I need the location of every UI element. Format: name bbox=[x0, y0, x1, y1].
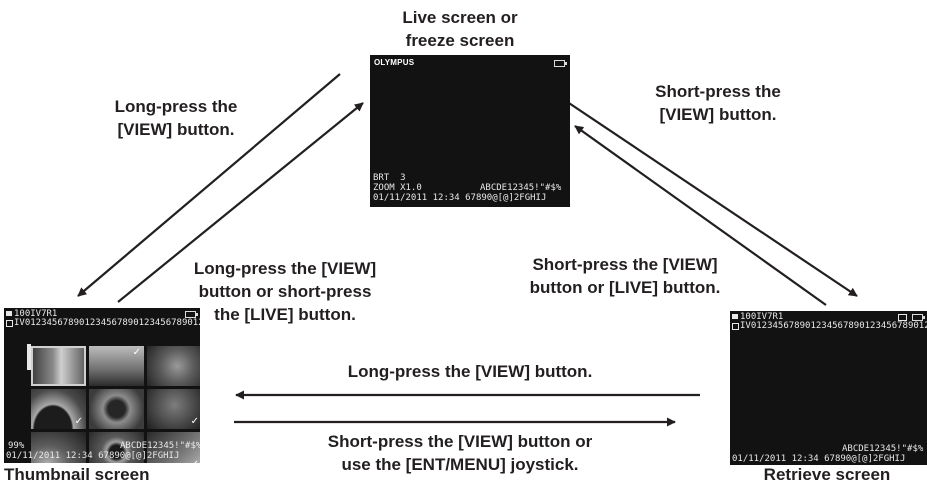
checkmark-icon: ✓ bbox=[191, 460, 199, 464]
live-screen-caption: Live screen or freeze screen bbox=[360, 6, 560, 52]
thumbnail-image[interactable] bbox=[89, 432, 144, 463]
retrieve-file-name: IV01234567890123456789012345678901234567… bbox=[740, 321, 927, 331]
thumbnail-image[interactable]: ✓ bbox=[147, 432, 200, 463]
thumbnail-datetime-line: 01/11/2011 12:34 67890@[@]2FGHIJ bbox=[6, 451, 180, 461]
folder-icon bbox=[6, 311, 12, 316]
thumbnail-image[interactable] bbox=[147, 346, 200, 386]
thumbnail-image[interactable]: ✓ bbox=[31, 389, 86, 429]
label-live-to-retrieve-line-1: Short-press the bbox=[655, 82, 781, 101]
selection-cursor-icon bbox=[27, 344, 31, 370]
thumbnail-memory-remaining: 99% bbox=[8, 441, 25, 451]
thumbnail-grid: ✓ ✓ ✓ ✓ bbox=[31, 346, 200, 463]
label-thumbnail-to-retrieve: Short-press the [VIEW] button or use the… bbox=[280, 430, 640, 476]
file-icon bbox=[6, 320, 13, 327]
label-thumbnail-to-retrieve-line-2: use the [ENT/MENU] joystick. bbox=[341, 455, 579, 474]
label-thumbnail-to-live-line-3: the [LIVE] button. bbox=[214, 305, 356, 324]
thumbnail-comment-text: ABCDE12345!"#$% bbox=[120, 441, 200, 451]
live-zoom-readout: ZOOM X1.0 bbox=[373, 183, 422, 193]
live-comment-text: ABCDE12345!"#$% bbox=[480, 183, 562, 193]
checkmark-icon: ✓ bbox=[74, 416, 83, 427]
retrieve-datetime-line: 01/11/2011 12:34 67890@[@]2FGHIJ bbox=[732, 454, 906, 464]
label-retrieve-to-live-line-1: Short-press the [VIEW] bbox=[532, 255, 718, 274]
checkmark-icon: ✓ bbox=[132, 347, 141, 358]
label-live-to-thumbnail-line-2: [VIEW] button. bbox=[117, 120, 235, 139]
label-live-to-thumbnail-line-1: Long-press the bbox=[114, 97, 238, 116]
retrieve-screen-caption: Retrieve screen bbox=[763, 465, 891, 484]
file-icon bbox=[732, 323, 739, 330]
live-brightness-readout: BRT 3 bbox=[373, 173, 406, 183]
battery-icon bbox=[554, 60, 567, 67]
battery-icon bbox=[185, 311, 198, 318]
label-retrieve-to-live: Short-press the [VIEW] button or [LIVE] … bbox=[500, 253, 750, 299]
label-retrieve-to-thumbnail: Long-press the [VIEW] button. bbox=[347, 362, 593, 381]
retrieve-screen: 100IV7R1 IV01234567890123456789012345678… bbox=[730, 311, 927, 465]
thumbnail-image[interactable] bbox=[89, 389, 144, 429]
live-caption-line-2: freeze screen bbox=[405, 31, 515, 50]
label-live-to-thumbnail: Long-press the [VIEW] button. bbox=[76, 95, 276, 141]
thumbnail-file-name: IV01234567890123456789012345678901234567… bbox=[14, 318, 200, 328]
label-live-to-retrieve: Short-press the [VIEW] button. bbox=[618, 80, 818, 126]
olympus-logo: OLYMPUS bbox=[374, 58, 415, 67]
thumbnail-image[interactable]: ✓ bbox=[89, 346, 144, 386]
label-retrieve-to-live-line-2: button or [LIVE] button. bbox=[529, 278, 721, 297]
checkmark-icon: ✓ bbox=[190, 416, 199, 427]
image-icon bbox=[898, 314, 907, 321]
thumbnail-screen: 100IV7R1 IV01234567890123456789012345678… bbox=[4, 308, 200, 463]
live-caption-line-1: Live screen or bbox=[402, 8, 518, 27]
retrieve-folder-name: 100IV7R1 bbox=[740, 312, 784, 322]
folder-icon bbox=[732, 314, 738, 319]
live-datetime-line: 01/11/2011 12:34 67890@[@]2FGHIJ bbox=[373, 193, 547, 203]
arrow-retrieve-to-live bbox=[574, 125, 827, 306]
arrow-live-to-thumbnail bbox=[77, 73, 341, 297]
label-thumbnail-to-live-line-1: Long-press the [VIEW] bbox=[193, 259, 377, 278]
thumbnail-folder-name: 100IV7R1 bbox=[14, 309, 58, 319]
arrow-thumbnail-to-live bbox=[117, 102, 364, 303]
thumbnail-screen-caption: Thumbnail screen bbox=[4, 465, 150, 484]
label-thumbnail-to-live-line-2: button or short-press bbox=[198, 282, 372, 301]
label-thumbnail-to-live: Long-press the [VIEW] button or short-pr… bbox=[180, 257, 390, 326]
thumbnail-image[interactable]: ✓ bbox=[147, 389, 200, 429]
live-screen: OLYMPUS BRT 3 ZOOM X1.0 ABCDE12345!"#$% … bbox=[370, 55, 570, 207]
label-live-to-retrieve-line-2: [VIEW] button. bbox=[659, 105, 777, 124]
label-thumbnail-to-retrieve-line-1: Short-press the [VIEW] button or bbox=[327, 432, 593, 451]
arrow-live-to-retrieve bbox=[544, 86, 858, 297]
thumbnail-image[interactable] bbox=[31, 432, 86, 463]
retrieve-comment-text: ABCDE12345!"#$% bbox=[842, 444, 924, 454]
battery-icon bbox=[912, 314, 925, 321]
thumbnail-image[interactable] bbox=[31, 346, 86, 386]
